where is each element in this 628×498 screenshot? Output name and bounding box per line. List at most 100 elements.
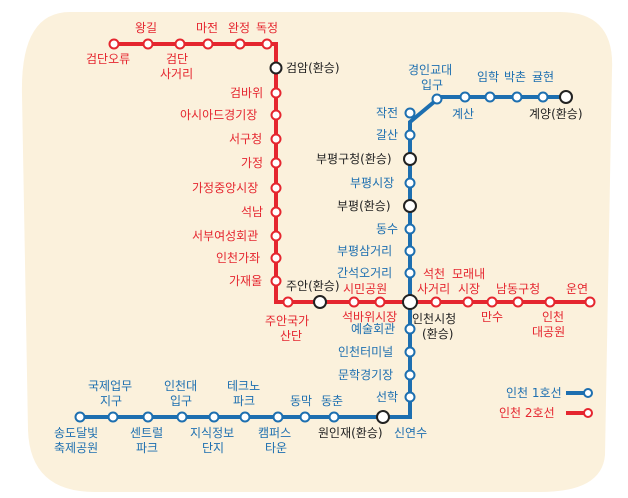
label-wanggil: 왕길 [135,21,157,35]
label-bupyeong: 부평(환승) [337,199,391,213]
station-namdong[interactable] [512,296,524,308]
station-geombawi[interactable] [270,87,282,99]
station-dokjeong[interactable] [261,38,273,50]
label-seobu-women: 서부여성회관 [192,229,258,243]
station-bupyeong-samgeori[interactable] [404,245,416,257]
label-seoknam: 석남 [241,205,263,219]
station-gyeyang[interactable] [559,90,573,104]
station-juan[interactable] [313,295,327,309]
label-juan: 주안(환승) [286,279,340,293]
map-background [21,12,613,492]
label-techno-2: 파크 [233,394,255,408]
station-terminal[interactable] [404,346,416,358]
label-mansu: 만수 [481,310,503,324]
station-majeon[interactable] [202,38,214,50]
station-bupyeong[interactable] [403,199,417,213]
station-gajeong[interactable] [270,157,282,169]
station-bupyeong-gu[interactable] [403,152,417,166]
station-campus[interactable] [272,411,284,423]
station-jisik[interactable] [208,411,220,423]
label-techno-1: 테크노 [227,379,260,393]
label-city-hall-2: (환승) [422,327,453,341]
station-citizens-park[interactable] [348,296,360,308]
label-intl-2: 지구 [100,394,122,408]
label-unyeon: 운연 [566,282,588,296]
label-seonhak: 선학 [376,390,398,404]
label-seokcheon-1: 석천 [423,266,445,281]
station-gajaeul[interactable] [270,275,282,287]
station-galsan[interactable] [404,129,416,141]
label-gyeyang: 계양(환승) [529,107,583,121]
station-city-hall[interactable] [402,294,418,310]
station-seobu-women[interactable] [270,230,282,242]
label-central-2: 파크 [136,441,158,455]
station-mansu[interactable] [486,296,498,308]
label-seogu: 서구청 [229,132,262,146]
station-bupyeong-market[interactable] [404,177,416,189]
label-arts-center: 예술회관 [351,322,395,336]
label-jisik-2: 단지 [202,441,224,455]
station-seokcheon[interactable] [430,296,442,308]
station-songdo[interactable] [74,411,86,423]
label-incheon-gajwa: 인천가좌 [216,250,260,265]
station-wanggil[interactable] [142,38,154,50]
station-central[interactable] [142,411,154,423]
station-imhak[interactable] [484,91,496,103]
station-geomdan-oryu[interactable] [108,38,120,50]
station-unyeon[interactable] [584,296,596,308]
station-munhak[interactable] [404,369,416,381]
station-dongchun[interactable] [328,411,340,423]
station-incheon-univ[interactable] [176,411,188,423]
station-woninjae[interactable] [376,410,390,424]
label-terminal: 인천터미널 [338,344,393,359]
label-central-1: 센트럴 [130,426,163,440]
station-asiad[interactable] [270,109,282,121]
station-seokbawi[interactable] [374,296,386,308]
station-ganseok[interactable] [404,267,416,279]
label-jakjeon: 작전 [376,106,398,120]
label-galsan: 갈산 [376,128,398,142]
label-bakchon: 박촌 [504,70,526,84]
station-geomam[interactable] [269,61,283,75]
station-grand-park[interactable] [544,296,556,308]
station-geomdan-sageori[interactable] [174,38,186,50]
label-bupyeong-samgeori: 부평삼거리 [337,244,392,258]
label-dokjeong: 독정 [256,21,278,35]
label-gajeong: 가정 [241,156,263,170]
station-gajeong-market[interactable] [270,182,282,194]
station-seoknam[interactable] [270,206,282,218]
station-wanjeong[interactable] [234,38,246,50]
label-moraenae-1: 모래내 [452,267,485,281]
station-juan-industrial[interactable] [282,296,294,308]
station-gyeongin[interactable] [431,93,443,105]
label-songdo-2: 축제공원 [54,441,98,455]
station-dongsu[interactable] [404,223,416,235]
station-techno[interactable] [239,411,251,423]
legend-line2-dot [583,408,593,418]
label-bupyeong-market: 부평시장 [350,176,394,190]
station-moraenae[interactable] [462,296,474,308]
station-bakchon[interactable] [511,91,523,103]
label-gajaeul: 가재울 [229,274,262,288]
label-grand-park-2: 대공원 [532,325,565,339]
station-dongmak[interactable] [299,411,311,423]
station-gyulhyeon[interactable] [537,91,549,103]
label-geomdan-oryu: 검단오류 [86,52,130,66]
label-seokbawi: 석바위시장 [342,310,397,324]
station-arts-center[interactable] [404,323,416,335]
label-dongmak: 동막 [290,394,312,408]
label-gyeongin-2: 입구 [421,78,443,92]
station-jakjeon[interactable] [404,107,416,119]
label-gyesan: 계산 [452,107,474,121]
station-intl[interactable] [107,411,119,423]
label-songdo-1: 송도달빛 [54,426,98,440]
label-geomam: 검암(환승) [286,61,340,75]
station-seogu[interactable] [270,133,282,145]
label-citizens-park: 시민공원 [343,282,387,296]
station-incheon-gajwa[interactable] [270,252,282,264]
label-moraenae-2: 시장 [458,282,480,296]
station-gyesan[interactable] [459,91,471,103]
line1-stations [74,91,549,423]
station-seonhak[interactable] [404,391,416,403]
